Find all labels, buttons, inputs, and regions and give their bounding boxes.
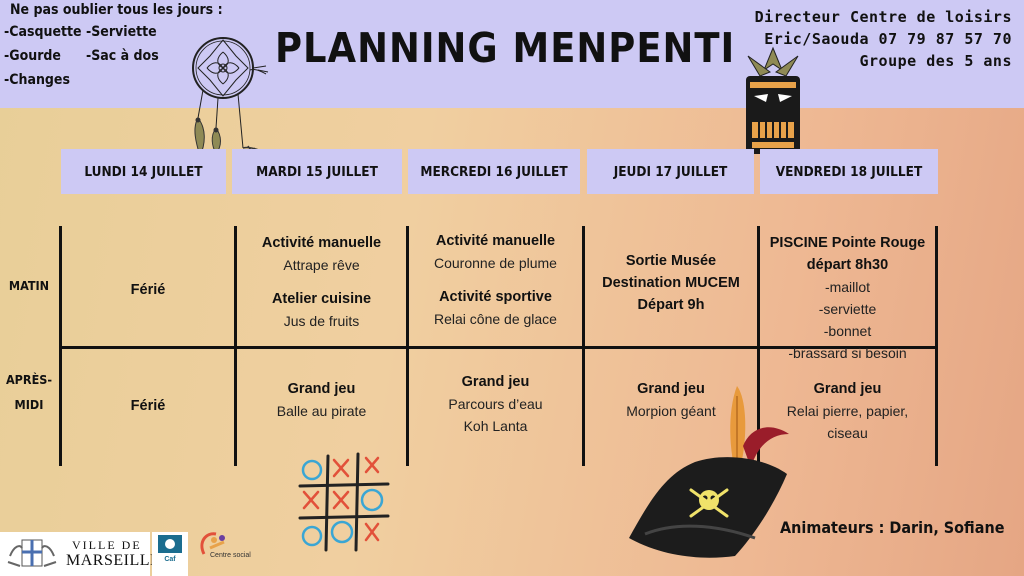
director-group: Groupe des 5 ans <box>859 52 1012 70</box>
cell-afternoon-mardi: Grand jeu Balle au pirate <box>276 381 367 419</box>
reminder-title: Ne pas oublier tous les jours : <box>10 2 223 18</box>
grid-line <box>59 346 938 349</box>
row-label-morning: MATIN <box>8 278 50 293</box>
reminder-item: -Sac à dos <box>86 48 159 64</box>
marseille-logo-line1: VILLE DE <box>72 538 142 552</box>
tic-tac-toe-icon <box>298 452 390 552</box>
director-line: Directeur Centre de loisirs <box>754 8 1012 26</box>
cell-afternoon-vendredi: Grand jeu Relai pierre, papier, ciseau <box>786 381 909 441</box>
cell-afternoon-lundi: Férié <box>130 398 166 414</box>
ville-de-marseille-logo: VILLE DE MARSEILLE <box>0 532 160 576</box>
pirate-hat-icon <box>629 386 789 558</box>
cell-morning-mercredi: Activité manuelle Couronne de plume Acti… <box>434 233 557 327</box>
cell-morning-lundi: Férié <box>130 282 166 298</box>
caf-logo-text: Caf <box>164 556 176 563</box>
tiki-mask-icon <box>746 46 800 154</box>
day-header-lundi: LUNDI 14 JUILLET <box>61 149 226 194</box>
row-label-afternoon: APRÈS- MIDI <box>5 372 53 412</box>
reminder-item: -Changes <box>4 72 70 88</box>
cell-morning-jeudi: Sortie Musée Destination MUCEM Départ 9h <box>602 253 740 313</box>
cell-afternoon-jeudi: Grand jeu Morpion géant <box>626 381 716 419</box>
centre-social-logo-text: Centre social <box>210 552 251 559</box>
director-phone: Eric/Saouda 07 79 87 57 70 <box>764 30 1012 48</box>
cell-afternoon-mercredi: Grand jeu Parcours d’eau Koh Lanta <box>448 374 543 434</box>
marseille-logo-line2: MARSEILLE <box>66 552 161 569</box>
day-header-mardi: MARDI 15 JUILLET <box>232 149 402 194</box>
animators-text: Animateurs : Darin, Sofiane <box>780 518 1005 537</box>
cell-morning-mardi: Activité manuelle Attrape rêve Atelier c… <box>261 235 382 329</box>
header-band <box>0 0 1024 108</box>
caf-emblem-icon <box>158 535 182 553</box>
director-info: Directeur Centre de loisirs Eric/Saouda … <box>755 6 1012 72</box>
page-title: PLANNING MENPENTI <box>275 24 736 72</box>
day-header-jeudi: JEUDI 17 JUILLET <box>587 149 754 194</box>
reminder-item: -Gourde <box>4 48 61 64</box>
centre-social-emblem-icon <box>200 532 225 555</box>
day-header-vendredi: VENDREDI 18 JUILLET <box>760 149 938 194</box>
reminder-block: Ne pas oublier tous les jours : -Casquet… <box>4 2 223 102</box>
dreamcatcher-icon <box>192 37 274 159</box>
reminder-item: -Casquette <box>4 24 82 40</box>
reminder-item: -Serviette <box>86 24 157 40</box>
centre-social-logo: Centre social <box>194 528 251 576</box>
cell-morning-vendredi: PISCINE Pointe Rouge départ 8h30 -maillo… <box>769 235 926 361</box>
day-header-mercredi: MERCREDI 16 JUILLET <box>408 149 580 194</box>
caf-logo: Caf <box>152 532 188 576</box>
marseille-crest-icon <box>7 539 57 567</box>
